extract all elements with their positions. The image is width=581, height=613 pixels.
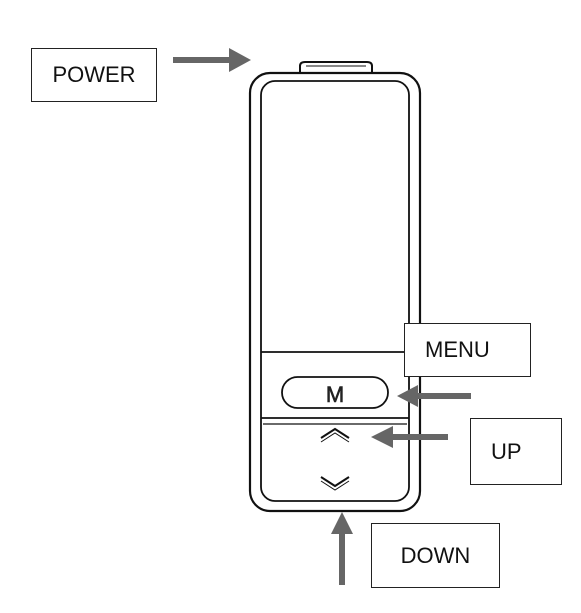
- down-arrow: [331, 512, 353, 585]
- down-button[interactable]: [320, 476, 350, 491]
- up-button[interactable]: [320, 427, 350, 443]
- up-label: UP: [470, 418, 562, 485]
- power-label-text: POWER: [52, 62, 136, 87]
- chevron-down-icon: [320, 476, 350, 488]
- menu-label-text: MENU: [425, 337, 490, 362]
- device-body-outer: [248, 71, 422, 513]
- down-label: DOWN: [371, 523, 500, 588]
- menu-label: MENU: [404, 323, 531, 377]
- down-label-text: DOWN: [400, 542, 471, 568]
- menu-button[interactable]: M: [281, 376, 389, 409]
- up-label-text: UP: [491, 438, 522, 464]
- menu-arrow: [397, 385, 471, 407]
- power-label: POWER: [31, 48, 157, 102]
- power-key: [299, 61, 373, 74]
- device-body-inner: [260, 80, 410, 502]
- menu-button-label: M: [326, 382, 344, 407]
- power-arrow: [173, 48, 251, 72]
- chevron-up-icon: [320, 427, 350, 439]
- up-arrow: [371, 426, 448, 448]
